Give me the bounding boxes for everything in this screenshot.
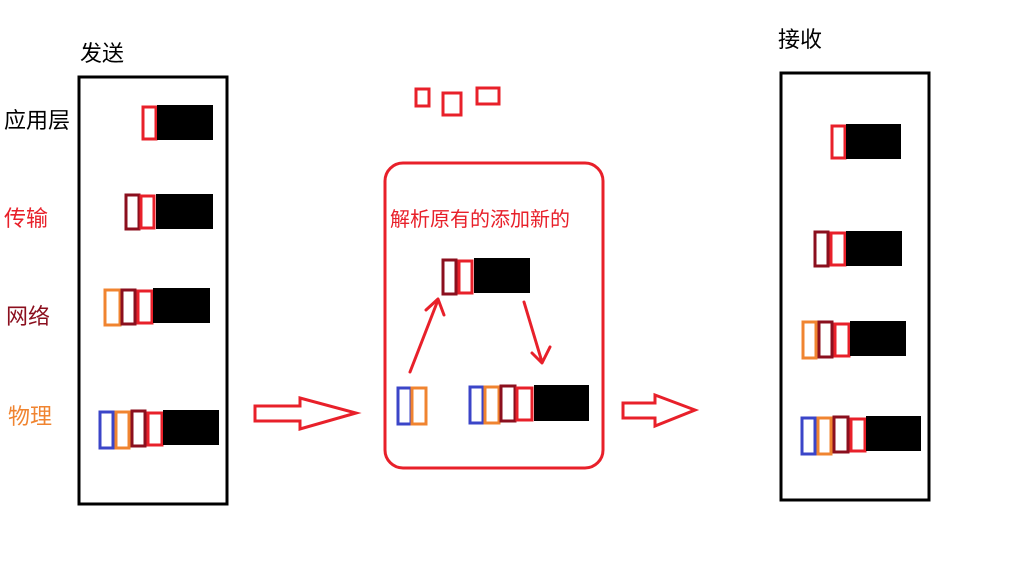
stripped-header-wide xyxy=(475,86,501,106)
label-receive: 接收 xyxy=(778,28,823,53)
header-network xyxy=(499,384,517,423)
process-packet-top xyxy=(441,258,530,296)
header-transport xyxy=(141,105,158,141)
header-transport xyxy=(146,411,164,447)
header-transport xyxy=(457,259,474,295)
header-network xyxy=(120,288,137,326)
header-physical xyxy=(483,385,501,425)
header-transport xyxy=(515,386,534,422)
sender-packet-physical xyxy=(98,409,219,450)
data-block xyxy=(850,321,906,356)
header-network xyxy=(832,415,850,454)
header-network xyxy=(124,193,141,231)
data-block xyxy=(534,385,589,421)
header-physical xyxy=(816,416,833,456)
header-physical xyxy=(114,410,131,450)
data-block xyxy=(157,105,213,140)
process-box xyxy=(383,161,605,470)
header-blue xyxy=(396,386,413,426)
header-transport xyxy=(830,124,847,160)
stripped-headers xyxy=(414,86,501,117)
arrow-send-to-process xyxy=(253,396,362,431)
header-transport xyxy=(833,322,851,358)
data-block xyxy=(153,288,210,323)
process-headers-left xyxy=(396,386,428,426)
header-physical xyxy=(103,288,122,327)
label-layer-network: 网络 xyxy=(6,305,51,330)
label-layer-physical: 物理 xyxy=(8,405,53,430)
receiver-packet-network xyxy=(801,320,906,360)
data-block xyxy=(156,194,213,229)
header-blue xyxy=(468,385,485,425)
sender-packet-application xyxy=(141,105,213,141)
label-layer-application: 应用层 xyxy=(4,109,71,134)
header-transport xyxy=(849,417,867,453)
data-block xyxy=(846,231,902,266)
receiver-box xyxy=(779,71,931,502)
label-send: 发送 xyxy=(80,42,125,67)
header-physical xyxy=(801,320,818,360)
sender-packet-network xyxy=(103,288,210,327)
label-layer-transport: 传输 xyxy=(4,207,49,232)
receiver-packet-transport xyxy=(813,230,902,268)
sender-box xyxy=(77,75,229,506)
header-transport xyxy=(829,231,847,267)
process-packet-bottom xyxy=(468,384,589,425)
data-block xyxy=(474,258,530,293)
arrow-add-down xyxy=(522,300,552,365)
arrow-process-to-receive xyxy=(621,392,700,429)
receiver-packet-physical xyxy=(800,415,921,456)
header-network xyxy=(817,320,834,359)
header-network xyxy=(813,230,830,268)
header-blue xyxy=(98,410,115,450)
data-block xyxy=(866,416,921,451)
sender-packet-transport xyxy=(124,193,213,231)
header-network xyxy=(130,409,147,448)
data-block xyxy=(163,410,219,445)
stripped-header-medium xyxy=(441,91,463,117)
data-block xyxy=(846,124,901,159)
label-process-note: 解析原有的添加新的 xyxy=(390,207,570,231)
header-transport xyxy=(136,289,154,325)
header-transport xyxy=(139,194,156,230)
header-blue xyxy=(800,416,817,456)
stripped-header-small xyxy=(414,87,431,108)
receiver-packet-application xyxy=(830,124,901,160)
header-network xyxy=(441,258,458,296)
arrow-parse-up xyxy=(408,297,446,374)
header-physical xyxy=(410,386,428,426)
